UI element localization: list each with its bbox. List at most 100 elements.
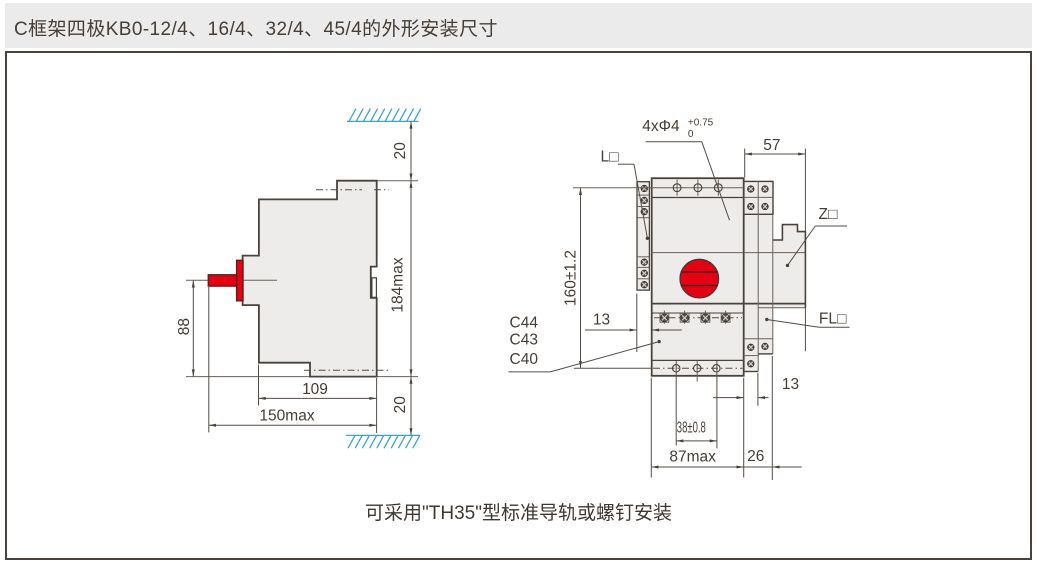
screw-slot-icon	[641, 282, 647, 288]
line-shape	[391, 108, 400, 122]
front-view-dimensions: 57 160±1.2 13 4xΦ4 +0.75 0 L□ Z□	[508, 117, 850, 480]
screw-icon	[680, 313, 689, 323]
leader-dot	[657, 339, 661, 344]
label-fl-module: FL□	[819, 311, 847, 328]
hatch-stroke	[348, 108, 422, 122]
bottom-wall-hatch-icon	[345, 434, 421, 449]
model-c43: C43	[510, 331, 538, 348]
screw-icon	[640, 258, 648, 266]
screw-slot-icon	[641, 198, 647, 203]
screw-icon	[761, 342, 769, 351]
screw-slot-icon	[748, 344, 754, 350]
screw-icon	[640, 184, 648, 193]
part-outline	[672, 183, 682, 193]
dim-side-extension: 57	[763, 137, 780, 154]
dim-right-modules-width: 26	[747, 448, 764, 465]
dim-left-module-width: 13	[593, 311, 610, 328]
dim-top-clearance: 20	[392, 142, 409, 160]
dim-mounting-height: 160±1.2	[562, 250, 579, 306]
dim-fl-module-width: 13	[782, 376, 799, 393]
dimension-line	[787, 225, 816, 266]
label-l-module: L□	[601, 148, 620, 165]
screw-slot-icon	[722, 314, 729, 321]
dim-total-height: 184max	[390, 257, 407, 312]
screw-icon	[640, 196, 648, 205]
screw-icon	[747, 343, 755, 351]
screw-slot-icon	[641, 186, 647, 191]
line-shape	[376, 435, 385, 449]
screw-icon	[747, 202, 755, 211]
title-bar: C框架四极KB0-12/4、16/4、32/4、45/4的外形安装尺寸	[5, 3, 1032, 48]
model-c40: C40	[510, 351, 539, 368]
screw-icon	[747, 360, 755, 368]
line-shape	[361, 435, 370, 449]
line-shape	[383, 435, 392, 449]
right-lower-screw-block	[743, 338, 773, 373]
right-column-1	[743, 181, 759, 372]
line-shape	[354, 435, 363, 449]
part-outline	[636, 181, 651, 291]
part-outline	[713, 183, 723, 193]
dim-holes-tol-upper: +0.75	[688, 117, 714, 128]
dimension-line	[766, 319, 820, 328]
screw-slot-icon	[681, 314, 688, 321]
din-clip	[371, 277, 377, 298]
line-shape	[398, 108, 407, 122]
screw-icon	[701, 313, 710, 323]
screw-icon	[640, 281, 648, 289]
dim-body-width: 87max	[669, 449, 716, 466]
screw-icon	[721, 313, 730, 323]
leader-dot	[785, 263, 790, 268]
side-view-dimensions: 20 184max 20 88 109 150max	[176, 121, 413, 436]
line-shape	[397, 435, 406, 449]
line-shape	[348, 108, 357, 122]
screw-slot-icon	[762, 204, 768, 209]
right-terminal-block	[743, 180, 774, 215]
z-module-body	[758, 224, 806, 308]
screw-slot-icon	[748, 204, 754, 209]
line-shape	[369, 435, 378, 449]
screw-icon	[761, 202, 769, 211]
lower-screw-row	[654, 310, 742, 324]
dimension-line	[701, 141, 730, 221]
side-view: 20 184max 20 88 109 150max	[176, 108, 422, 449]
screw-slot-icon	[762, 344, 768, 349]
hatch-stroke	[347, 435, 421, 449]
line-shape	[412, 435, 421, 449]
leader-dot	[645, 236, 650, 240]
red-button	[679, 258, 720, 299]
red-handle	[207, 259, 244, 302]
line-shape	[384, 108, 393, 122]
screw-slot-icon	[641, 270, 647, 276]
screw-slot-icon	[661, 314, 668, 321]
model-c44: C44	[510, 314, 539, 331]
screw-slot-icon	[748, 361, 754, 367]
screw-hole-icon	[679, 258, 720, 299]
breaker-side-profile	[241, 179, 378, 378]
screw-icon	[761, 185, 769, 193]
drawing-frame	[5, 51, 1032, 560]
line-shape	[406, 108, 415, 122]
line-shape	[413, 108, 422, 122]
line-shape	[370, 108, 379, 122]
dim-mounting-holes: 4xΦ4	[642, 118, 680, 135]
screw-slot-icon	[762, 186, 768, 192]
line-shape	[347, 435, 356, 449]
label-z-module: Z□	[819, 206, 838, 223]
screw-icon	[747, 185, 755, 193]
screw-group	[659, 310, 731, 324]
screw-slot-icon	[702, 314, 709, 321]
part-outline	[693, 183, 703, 193]
front-view: 57 160±1.2 13 4xΦ4 +0.75 0 L□ Z□	[508, 117, 850, 480]
line-shape	[355, 108, 364, 122]
dim-body-depth: 109	[302, 381, 328, 398]
screw-slot-icon	[641, 259, 647, 265]
top-terminal-screws	[672, 179, 723, 196]
dim-holes-tol-lower: 0	[688, 129, 694, 140]
caption: 可采用"TH35"型标准导轨或螺钉安装	[365, 503, 672, 524]
page-title: C框架四极KB0-12/4、16/4、32/4、45/4的外形安装尺寸	[14, 19, 498, 40]
rect-shape	[207, 274, 238, 287]
screw-slot-icon	[748, 186, 754, 192]
